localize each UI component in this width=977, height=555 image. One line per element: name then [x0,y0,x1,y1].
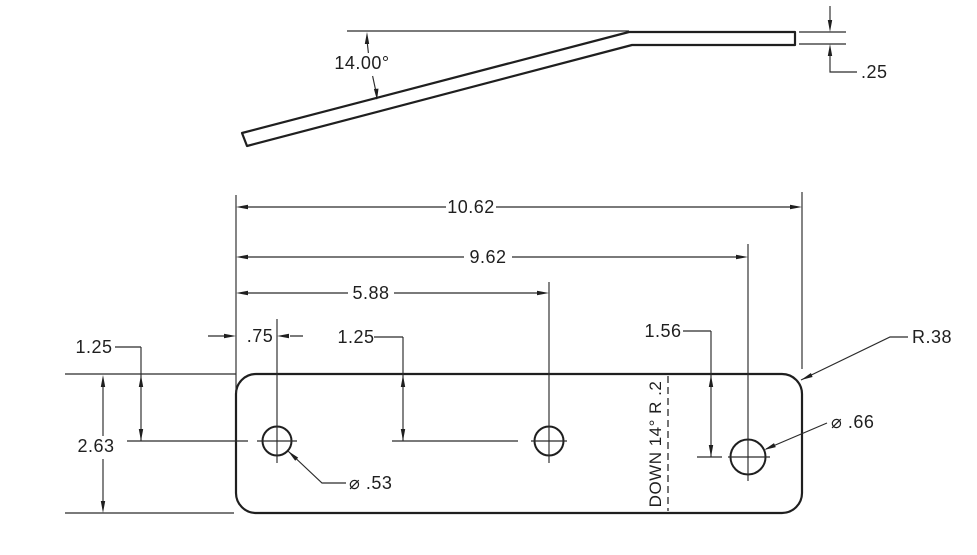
arrowhead-up [138,375,144,387]
overall-length-dimension: 10.62 [236,197,802,217]
arrowhead-right [224,333,236,339]
large-hole-diameter-callout: ⌀ .66 [764,412,874,450]
arrowhead-diagonal [288,451,299,461]
arrowhead-right [537,290,549,296]
arrowhead-down [827,20,833,32]
arrowhead-up [827,44,833,56]
arrowhead-left [277,333,289,339]
hole-1 [257,319,297,463]
hole-2 [531,282,567,463]
bend-note-label: DOWN 14° R .2 [646,381,665,508]
hole2-y-dimension: 1.25 [337,327,406,441]
arrowhead-up [400,375,406,387]
hole2-y-label: 1.25 [337,327,374,347]
arrowhead-left [236,290,248,296]
thickness-dimension: .25 [799,6,888,82]
hole1-y-dimension: 1.25 [75,337,144,441]
arrowhead-right [790,204,802,210]
arrowhead-left [236,254,248,260]
small-hole-diameter-callout: ⌀ .53 [287,450,392,493]
hole3-x-dimension: 9.62 [236,247,748,267]
arrowhead-up [100,375,106,387]
corner-radius-label: R.38 [912,327,952,347]
arrowhead-diagonal [764,443,776,450]
plate-width-label: 2.63 [77,436,114,456]
hole1-x-label: .75 [247,326,274,346]
arrowhead-down [138,429,144,441]
arrowhead-left [236,204,248,210]
arrowhead-up [364,32,370,44]
arrowhead-right [736,254,748,260]
corner-radius-callout: R.38 [800,327,952,381]
large-hole-diameter-label: ⌀ .66 [831,412,874,432]
arrowhead-down [373,88,379,100]
hole-3 [728,244,770,481]
thickness-dimension-label: .25 [861,62,888,82]
plan-view: DOWN 14° R .2 [65,192,952,515]
small-hole-diameter-label: ⌀ .53 [349,473,392,493]
hole2-x-dimension: 5.88 [236,283,549,303]
arrowhead-up [708,375,714,387]
bent-plate-profile [240,30,797,148]
hole1-x-dimension: .75 [208,326,303,346]
hole2-x-label: 5.88 [352,283,389,303]
hole1-y-label: 1.25 [75,337,112,357]
angle-dimension-label: 14.00° [334,53,389,73]
hole3-y-dimension: 1.56 [644,321,714,457]
arrowhead-diagonal [801,373,813,380]
plate-width-dimension: 2.63 [77,375,114,513]
arrowhead-down [100,501,106,513]
arrowhead-down [708,445,714,457]
overall-length-label: 10.62 [447,197,495,217]
side-view: 14.00° .25 [240,6,888,148]
hole3-x-label: 9.62 [469,247,506,267]
angle-dimension: 14.00° [334,32,389,100]
arrowhead-down [400,429,406,441]
plate-outline [234,372,804,515]
extension-lines [65,192,803,514]
hole3-y-label: 1.56 [644,321,681,341]
